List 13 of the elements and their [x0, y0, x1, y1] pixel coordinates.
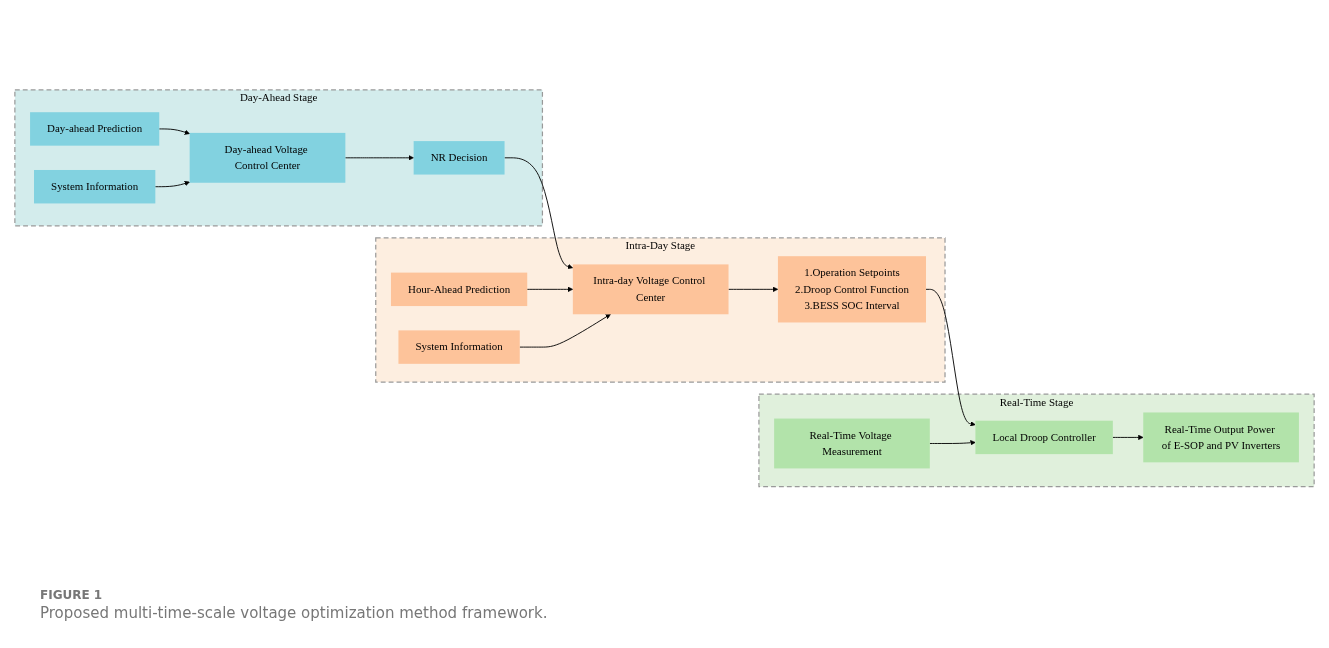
node-box: Day-ahead Prediction [30, 111, 160, 146]
node-box: 1.Operation Setpoints 2.Droop Control Function 3.BESS SOC Interval [777, 255, 926, 323]
node-box: Local Droop Controller [975, 420, 1113, 454]
node-box: Real-Time Voltage Measurement [774, 418, 930, 469]
node-box: Hour-Ahead Prediction [390, 272, 528, 306]
node-box: System Information [398, 330, 520, 364]
node-box: NR Decision [413, 140, 505, 175]
node-box: Day-ahead Voltage Control Center [189, 132, 346, 183]
figure-caption: Proposed multi-time-scale voltage optimization method framework. [40, 604, 548, 622]
node-box: System Information [34, 169, 156, 204]
node-box: Intra-day Voltage Control Center [572, 264, 729, 314]
node-box: Real-Time Output Power of E-SOP and PV Inverters [1143, 412, 1299, 463]
figure-number: FIGURE 1 [40, 588, 103, 602]
